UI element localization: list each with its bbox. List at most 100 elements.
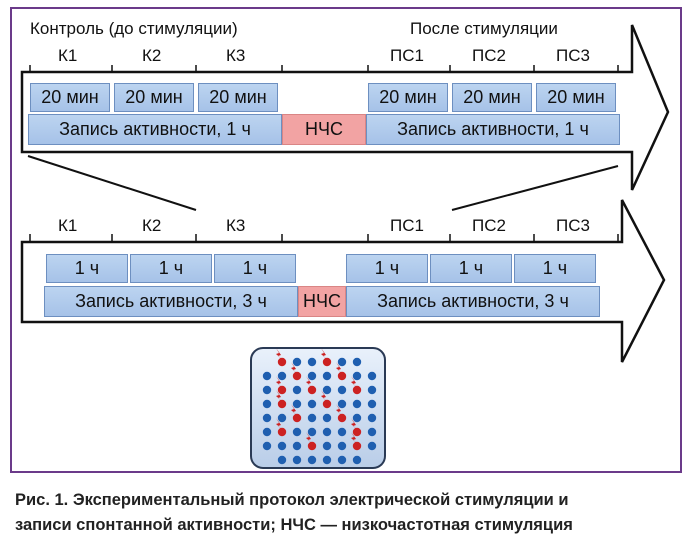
bottom-record-right: Запись активности, 3 ч bbox=[346, 286, 600, 317]
stimulating-electrode bbox=[307, 385, 317, 395]
bottom-segment-k3: К3 bbox=[226, 216, 246, 235]
bottom-duration-ps1: 1 ч bbox=[346, 254, 428, 283]
recording-electrode bbox=[262, 413, 272, 423]
stimulus-bolt-icon bbox=[351, 376, 358, 388]
recording-electrode bbox=[322, 427, 332, 437]
stimulating-electrode bbox=[292, 371, 302, 381]
recording-electrode bbox=[307, 427, 317, 437]
stimulating-electrode bbox=[277, 427, 287, 437]
recording-electrode bbox=[337, 357, 347, 367]
stimulus-bolt-icon bbox=[276, 418, 283, 430]
stimulus-bolt-icon bbox=[291, 404, 298, 416]
stimulus-bolt-icon bbox=[306, 376, 313, 388]
recording-electrode bbox=[307, 413, 317, 423]
recording-electrode bbox=[307, 371, 317, 381]
stimulating-electrode bbox=[307, 441, 317, 451]
recording-electrode bbox=[337, 427, 347, 437]
stimulating-electrode bbox=[277, 385, 287, 395]
figure-caption: Рис. 1. Экспериментальный протокол элект… bbox=[15, 488, 685, 538]
recording-electrode bbox=[292, 455, 302, 465]
recording-electrode bbox=[352, 371, 362, 381]
top-segment-k1: К1 bbox=[58, 46, 78, 65]
stimulus-bolt-icon bbox=[276, 376, 283, 388]
top-record-right: Запись активности, 1 ч bbox=[366, 114, 620, 145]
recording-electrode bbox=[277, 413, 287, 423]
top-duration-ps1: 20 мин bbox=[368, 83, 448, 112]
bottom-duration-k2: 1 ч bbox=[130, 254, 212, 283]
top-duration-k2: 20 мин bbox=[114, 83, 194, 112]
recording-electrode bbox=[337, 399, 347, 409]
after-stimulation-title: После стимуляции bbox=[410, 19, 558, 38]
recording-electrode bbox=[292, 357, 302, 367]
bottom-segment-ps3: ПС3 bbox=[556, 216, 590, 235]
stimulus-bolt-icon bbox=[336, 362, 343, 374]
bottom-segment-ps1: ПС1 bbox=[390, 216, 424, 235]
stimulating-electrode bbox=[322, 399, 332, 409]
bottom-segment-k2: К2 bbox=[142, 216, 162, 235]
stimulating-electrode bbox=[292, 413, 302, 423]
recording-electrode bbox=[322, 385, 332, 395]
recording-electrode bbox=[322, 371, 332, 381]
top-segment-ps3: ПС3 bbox=[556, 46, 590, 65]
stimulus-bolt-icon bbox=[351, 432, 358, 444]
top-duration-ps2: 20 мин bbox=[452, 83, 532, 112]
electrode-array-illustration bbox=[249, 340, 387, 470]
stimulating-electrode bbox=[277, 399, 287, 409]
top-ticks bbox=[29, 65, 619, 73]
top-record-left: Запись активности, 1 ч bbox=[28, 114, 282, 145]
top-segment-k2: К2 bbox=[142, 46, 162, 65]
top-duration-ps3: 20 мин bbox=[536, 83, 616, 112]
recording-electrode bbox=[352, 455, 362, 465]
recording-electrode bbox=[262, 427, 272, 437]
top-duration-k3: 20 мин bbox=[198, 83, 278, 112]
top-segment-ps1: ПС1 bbox=[390, 46, 424, 65]
recording-electrode bbox=[367, 427, 377, 437]
recording-electrode bbox=[352, 357, 362, 367]
recording-electrode bbox=[367, 399, 377, 409]
caption-line-1: Рис. 1. Экспериментальный протокол элект… bbox=[15, 491, 569, 509]
recording-electrode bbox=[292, 385, 302, 395]
bottom-duration-k3: 1 ч bbox=[214, 254, 296, 283]
stimulating-electrode bbox=[277, 357, 287, 367]
zoom-line-left bbox=[27, 155, 197, 211]
top-timeline-arrow bbox=[20, 24, 670, 191]
stimulus-bolt-icon bbox=[321, 390, 328, 402]
bottom-duration-ps3: 1 ч bbox=[514, 254, 596, 283]
stimulus-bolt-icon bbox=[351, 418, 358, 430]
caption-line-2: записи спонтанной активности; НЧС — низк… bbox=[15, 516, 573, 534]
stimulus-bolt-icon bbox=[321, 348, 328, 360]
recording-electrode bbox=[307, 357, 317, 367]
recording-electrode bbox=[262, 399, 272, 409]
stimulating-electrode bbox=[352, 427, 362, 437]
stimulating-electrode bbox=[337, 413, 347, 423]
stimulus-bolt-icon bbox=[306, 432, 313, 444]
bottom-stimulation-block: НЧС bbox=[298, 286, 346, 317]
stimulating-electrode bbox=[352, 441, 362, 451]
recording-electrode bbox=[277, 441, 287, 451]
stimulating-electrode bbox=[352, 385, 362, 395]
recording-electrode bbox=[292, 427, 302, 437]
stimulus-bolt-icon bbox=[276, 390, 283, 402]
bottom-duration-k1: 1 ч bbox=[46, 254, 128, 283]
recording-electrode bbox=[322, 441, 332, 451]
recording-electrode bbox=[262, 385, 272, 395]
control-title: Контроль (до стимуляции) bbox=[30, 19, 238, 38]
bottom-timeline-arrow bbox=[20, 199, 666, 363]
bottom-duration-ps2: 1 ч bbox=[430, 254, 512, 283]
recording-electrode bbox=[367, 441, 377, 451]
stimulus-bolt-icon bbox=[336, 404, 343, 416]
recording-electrode bbox=[322, 455, 332, 465]
recording-electrode bbox=[307, 399, 317, 409]
recording-electrode bbox=[292, 441, 302, 451]
bottom-ticks bbox=[29, 234, 619, 243]
recording-electrode bbox=[337, 441, 347, 451]
bottom-segment-k1: К1 bbox=[58, 216, 78, 235]
stimulating-electrode bbox=[337, 371, 347, 381]
recording-electrode bbox=[277, 455, 287, 465]
zoom-line-right bbox=[451, 165, 619, 211]
recording-electrode bbox=[307, 455, 317, 465]
recording-electrode bbox=[262, 441, 272, 451]
top-duration-k1: 20 мин bbox=[30, 83, 110, 112]
recording-electrode bbox=[337, 385, 347, 395]
